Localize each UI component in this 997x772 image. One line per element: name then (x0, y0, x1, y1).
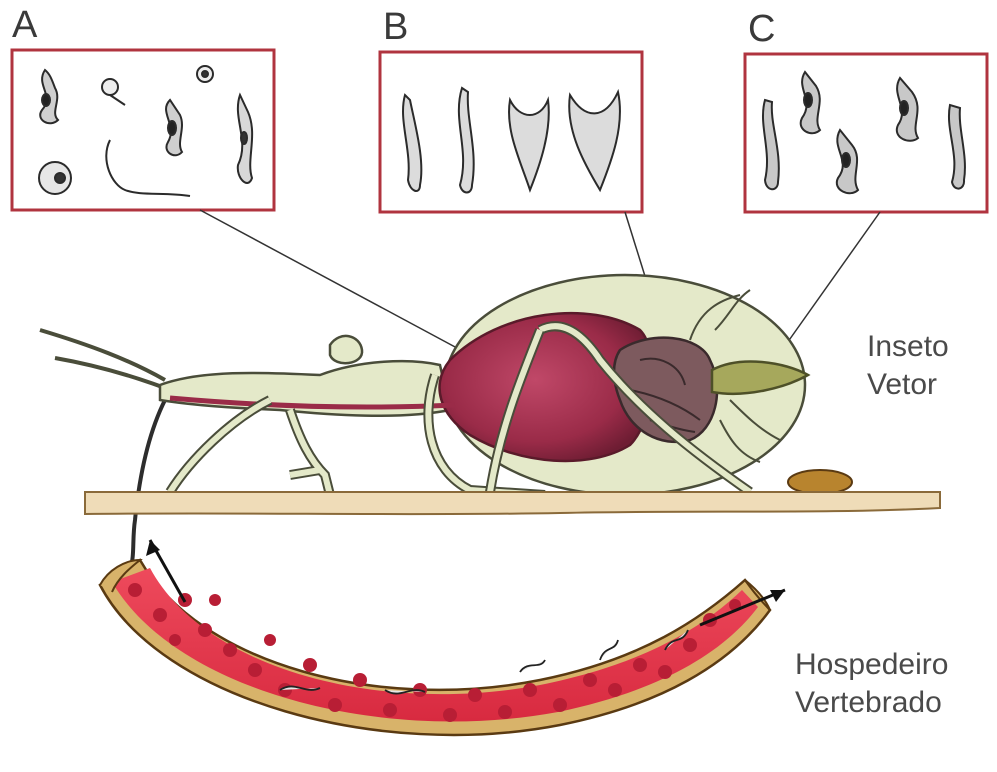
blood-vessel (100, 540, 785, 735)
vector-label-line2: Vetor (867, 366, 949, 404)
host-label-line1: Hospedeiro (795, 646, 948, 684)
host-label: Hospedeiro Vertebrado (795, 646, 948, 722)
proboscis (130, 400, 165, 570)
panel-b-letter: B (383, 6, 408, 49)
panel-a-pointer-line (200, 210, 470, 355)
insect-back-leg (170, 400, 270, 492)
dropping (788, 470, 852, 494)
insect-neck-lobe (330, 336, 362, 363)
vector-label: Inseto Vetor (867, 328, 949, 404)
panel-c (745, 54, 987, 360)
insect-vector (40, 275, 808, 570)
panel-c-pointer-line (775, 212, 880, 360)
panel-c-letter: C (748, 8, 775, 51)
vector-label-line1: Inseto (867, 328, 949, 366)
panel-a-letter: A (12, 4, 37, 47)
skin-surface (85, 492, 940, 514)
host-label-line2: Vertebrado (795, 684, 948, 722)
antenna-upper (40, 330, 165, 380)
